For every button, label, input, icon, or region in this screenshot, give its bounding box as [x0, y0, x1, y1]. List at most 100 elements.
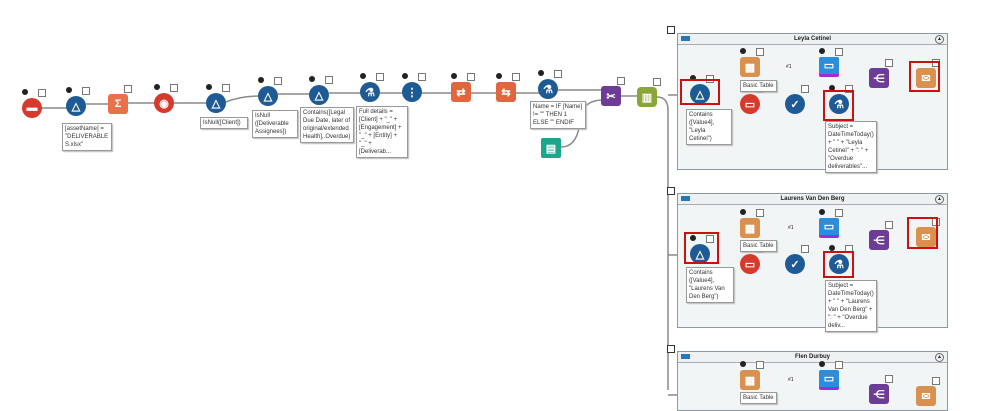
union-icon: ⋲ [873, 72, 885, 85]
table-tool[interactable]: ▦ [740, 209, 764, 238]
link-mark: #1 [788, 377, 794, 383]
link-mark: #1 [786, 64, 792, 70]
container-title: Flen Durbuy [794, 354, 830, 360]
collapse-icon[interactable]: ▲ [935, 353, 944, 362]
layout-tool[interactable]: ▭ [819, 209, 843, 238]
batch-macro-tool[interactable]: ▥ [637, 78, 661, 107]
filter-icon: △ [314, 89, 324, 102]
filter-annotation: Contains ([Value4], "Laurens Van Den Ber… [686, 267, 734, 303]
filter-tool[interactable]: △ [66, 87, 90, 116]
book-icon: ▤ [545, 142, 557, 155]
text-input-tool[interactable]: ▤ [541, 138, 561, 158]
multi-field-icon: ⋮ [406, 86, 418, 99]
scissors-icon: ✂ [606, 90, 616, 103]
input-data-tool[interactable]: ▬ [22, 89, 46, 118]
layout-tool[interactable]: ▭ [819, 48, 843, 77]
union-tool[interactable]: ⋲ [869, 59, 893, 88]
container-marker [667, 187, 675, 195]
container-title: Leyla Cetinel [793, 36, 831, 42]
highlight-box [909, 61, 940, 92]
check-icon: ✓ [790, 258, 800, 271]
sample-tool[interactable]: ▭ [740, 85, 764, 114]
tool-container[interactable]: Laurens Van Den Berg ▲ [677, 193, 948, 328]
sample-tool[interactable]: ▭ [740, 245, 764, 274]
formula-annotation: Full details = [Client] + "_" + [Engagem… [356, 106, 408, 158]
filter-annotation: [assetName] = "DELIVERABLES.xlsx" [62, 123, 112, 151]
filter-icon: △ [695, 88, 705, 101]
filter-icon: △ [211, 97, 221, 110]
container-icon [681, 354, 690, 359]
macro-icon: ▥ [641, 91, 653, 104]
filter-icon: △ [695, 248, 705, 261]
filter-annotation: IsNull ([Deliverable Assignees]) [252, 110, 298, 138]
formula-tool[interactable]: ⚗ [829, 85, 853, 114]
container-marker [667, 345, 675, 353]
envelope-icon: ✉ [921, 231, 931, 244]
container-icon [681, 36, 690, 41]
sample-icon: ▭ [744, 258, 756, 271]
formula-annotation: Name = IF [Name] != "" THEN 1 ELSE "" EN… [530, 101, 586, 129]
filter-annotation: Contains ([Value4], "Leyla Cetinel") [686, 109, 732, 145]
email-tool[interactable]: ✉ [916, 377, 940, 406]
container-title: Laurens Van Den Berg [780, 196, 845, 202]
highlight-box [823, 251, 854, 278]
transpose-icon: ⇄ [456, 86, 466, 99]
link-mark: #1 [788, 225, 794, 231]
tool-container[interactable]: Flen Durbuy ▲ [677, 351, 948, 411]
union-tool[interactable]: ⋲ [869, 375, 893, 404]
highlight-box [823, 90, 854, 121]
envelope-icon: ✉ [921, 390, 931, 403]
highlight-box [680, 79, 720, 105]
summarize-tool[interactable]: Σ [108, 85, 132, 114]
table-icon: ▦ [744, 374, 756, 387]
table-annotation: Basic Table [740, 392, 777, 404]
flask-icon: ⚗ [543, 83, 553, 96]
filter-icon: △ [71, 100, 81, 113]
crosstab-icon: ⇆ [501, 86, 511, 99]
crosstab-tool[interactable]: ⇆ [496, 73, 520, 102]
formula-annotation: Subject = DateTimeToday() + " " + "Leyla… [825, 121, 877, 173]
highlight-box [907, 217, 938, 249]
formula-tool[interactable]: ⚗ [360, 73, 384, 102]
layout-icon: ▭ [823, 60, 835, 72]
union-tool[interactable]: ⋲ [869, 221, 893, 250]
transpose-tool[interactable]: ⇄ [451, 73, 475, 102]
filter-annotation: IsNull([Client]) [200, 117, 248, 129]
table-tool[interactable]: ▦ [740, 361, 764, 390]
filter-tool[interactable]: △ [258, 77, 282, 106]
table-annotation: Basic Table [740, 80, 777, 92]
layout-icon: ▭ [823, 221, 835, 233]
union-icon: ⋲ [873, 388, 885, 401]
collapse-icon[interactable]: ▲ [935, 35, 944, 44]
filter-icon: △ [263, 90, 273, 103]
sigma-icon: Σ [114, 98, 122, 110]
flask-icon: ⚗ [834, 258, 844, 271]
formula-annotation: Subject = DateTimeToday() + " " + "Laure… [825, 280, 877, 332]
union-icon: ⋲ [873, 234, 885, 247]
collapse-icon[interactable]: ▲ [935, 195, 944, 204]
table-tool[interactable]: ▦ [740, 48, 764, 77]
multi-field-tool[interactable]: ⋮ [402, 73, 426, 102]
table-icon: ▦ [744, 61, 756, 74]
check-icon: ✓ [790, 98, 800, 111]
select-tool[interactable]: ✓ [785, 85, 809, 114]
flask-icon: ⚗ [365, 86, 375, 99]
layout-icon: ▭ [823, 373, 835, 385]
tool-container[interactable]: Leyla Cetinel ▲ [677, 33, 948, 170]
select-tool[interactable]: ✓ [785, 245, 809, 274]
find-replace-tool[interactable]: ✂ [601, 77, 625, 106]
table-annotation: Basic Table [740, 240, 777, 252]
container-marker [667, 26, 675, 34]
filter-tool[interactable]: △ [309, 76, 333, 105]
filter-tool[interactable]: △ [690, 235, 714, 264]
target-icon: ◉ [159, 97, 169, 110]
flask-icon: ⚗ [834, 98, 844, 111]
layout-tool[interactable]: ▭ [819, 361, 843, 390]
dynamic-input-tool[interactable]: ◉ [154, 84, 178, 113]
filter-tool[interactable]: △ [206, 84, 230, 113]
highlight-box [684, 232, 719, 264]
envelope-icon: ✉ [921, 72, 931, 85]
folder-icon: ▬ [26, 102, 38, 114]
formula-tool[interactable]: ⚗ [538, 70, 562, 99]
filter-annotation: Contains([Legal Due Date, later of origi… [300, 107, 354, 143]
